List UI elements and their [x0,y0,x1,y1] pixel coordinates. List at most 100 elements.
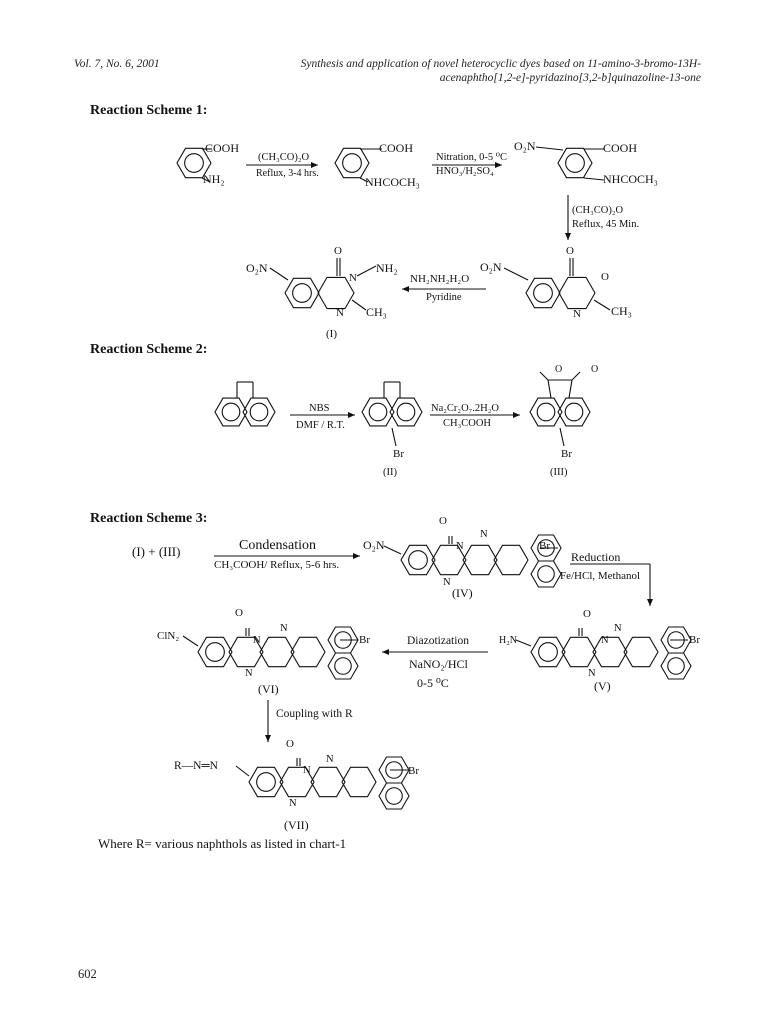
s3-r3-bottom: 0-5 ⁰C [417,676,449,690]
s3-m5-bond-nh2 [515,639,532,647]
s2-bromoacenaphthenequinone-bridge-left [547,379,552,399]
s2-m3-br: Br [561,448,572,460]
s1-m5-bond-no2 [269,267,289,281]
s3-m4-framework-ring-a-aromatic-circle [408,550,428,570]
s3-m5-n-b: N [614,623,622,634]
s3-m5-framework-ring-a [530,636,566,668]
s1-m3-benzene-aromatic-circle [565,153,585,173]
s2-r1-bottom: DMF / R.T. [296,420,345,431]
s3-m7-framework-ring-f-aromatic-circle [385,787,403,805]
s3-m6-framework-ring-f-aromatic-circle [334,657,352,675]
s1-m5-bond-ch3 [351,299,367,311]
s3-m7-azo: R—N═N [174,760,219,772]
running-title-line2: acenaphtho[1,2-e]-pyridazino[3,2-b]quina… [439,72,701,84]
s2-m2-bond-br [391,427,397,447]
s1-m2-bond-nh [359,177,369,183]
s1-m1-benzene-aromatic-circle [184,153,204,173]
s3-m5-framework-ring-b [561,636,597,668]
s3-m6-br: Br [359,634,370,646]
s2-bromoacenaphthenequinone-ring-left-aromatic-circle [536,402,556,422]
s2-compound-III: (III) [550,467,568,478]
s3-m6-framework-ring-b [228,636,264,668]
s3-m4-o: O [439,515,447,527]
s2-acenaphthene-ring-right-aromatic-circle [249,402,269,422]
s2-bromoacenaphthenequinone-ring-right [557,397,591,427]
s3-m4-framework-ring-a [400,544,436,576]
s1-m5-pyrimidinone-ring [317,276,355,310]
s1-m3-bond-no2 [535,146,564,151]
s3-m4-framework-ring-f-aromatic-circle [537,565,555,583]
s2-bromoacenaphthene-ring-right-aromatic-circle [396,402,416,422]
s1-m4-o: O [566,245,574,257]
s3-r1-top: Condensation [239,538,316,553]
s3-m4-o2n: O₂N [363,538,385,552]
s2-m3-bond-br [559,427,565,447]
s1-m3-nhcoch3: NHCOCH₃ [603,172,658,186]
s1-m4-benzene [525,277,561,309]
s1-r3-bottom: Reflux, 45 Min. [572,219,639,230]
s3-m4-framework-ring-d [493,544,529,576]
s3-m5-n-c: N [588,668,596,679]
s3-m6-diazonium: ClN₂ [157,630,179,642]
s3-compound-VII: (VII) [284,818,309,832]
s1-m5-bond-nh2 [356,265,377,277]
s1-m1-bond-nh2 [201,177,211,183]
s3-m5-framework-ring-f-aromatic-circle [667,657,685,675]
s3-m6-framework-ring-f [327,652,359,680]
s3-m7-framework-ring-d [341,766,377,798]
s3-m7-n-a: N [303,765,311,776]
s3-m7-framework-ring-f [378,782,410,810]
s1-r2-top: Nitration, 0-5 ⁰C [436,152,507,163]
s1-m3-bond-nh [583,177,605,181]
s1-m5-nh2: NH₂ [376,261,398,275]
s3-r2-bottom: Fe/HCl, Methanol [560,570,640,582]
s3-r3-mid: NaNO₂/HCl [409,657,469,671]
s3-m4-br: Br [539,540,550,552]
s2-bromoacenaphthene-ring-left-aromatic-circle [368,402,388,422]
s3-m7-n-b: N [326,754,334,765]
s2-r1-top: NBS [309,403,330,414]
s3-m6-bond-n2 [182,635,199,647]
s3-m6-n-a: N [253,635,261,646]
s3-m5-framework-ring-a-aromatic-circle [538,642,558,662]
s3-m5-o: O [583,608,591,620]
s2-acenaphthene-ring-left [214,397,248,427]
s3-m4-bond-no2 [383,545,402,555]
s1-m5-ring-n1: N [336,307,344,319]
s1-m2-nhcoch3: NHCOCH₃ [365,175,420,189]
s3-m5-n-a: N [601,635,609,646]
s3-m7-framework-ring-a [248,766,284,798]
s1-m1-nh2: NH₂ [203,172,225,186]
s1-m1-cooh: COOH [205,141,239,155]
s2-acenaphthene-ring-left-aromatic-circle [221,402,241,422]
s1-r1-bottom: Reflux, 3-4 hrs. [256,168,319,179]
s3-m6-framework-ring-a [197,636,233,668]
s3-compound-VI: (VI) [258,682,279,696]
s1-m5-benzene [284,277,320,309]
s3-m4-n-c: N [443,577,451,588]
s2-bromoacenaphthenequinone-carbonyl-right [571,371,581,381]
s3-m6-framework-ring-a-aromatic-circle [205,642,225,662]
running-title-line1: Synthesis and application of novel heter… [300,58,701,70]
s1-m4-ch3: CH₃ [611,304,632,318]
r-substituent-note: Where R= various naphthols as listed in … [98,836,347,851]
s2-r2-top: Na₂Cr₂O₇.2H₂O [431,403,499,414]
s1-m4-bond-no2 [503,267,529,281]
s3-m6-n-b: N [280,623,288,634]
s3-m4-framework-ring-b [431,544,467,576]
s1-r2-bottom: HNO₃/H₂SO₄ [436,166,494,177]
s1-m2-benzene [334,147,370,179]
s1-m5-benzene-aromatic-circle [292,283,312,303]
s1-m4-o2n: O₂N [480,260,502,274]
s1-m5-o: O [334,245,342,257]
s3-m5-h2n: H₂N [499,635,517,646]
s3-m7-framework-ring-a-aromatic-circle [256,772,276,792]
s2-bromoacenaphthenequinone-bridge-right [568,379,573,399]
s1-compound-I: (I) [326,328,337,340]
s1-m2-benzene-aromatic-circle [342,153,362,173]
s2-m3-o-right: O [591,364,598,375]
s2-m3-o-left: O [555,364,562,375]
s2-bromoacenaphthenequinone-ring-right-aromatic-circle [564,402,584,422]
s3-m6-n-c: N [245,668,253,679]
